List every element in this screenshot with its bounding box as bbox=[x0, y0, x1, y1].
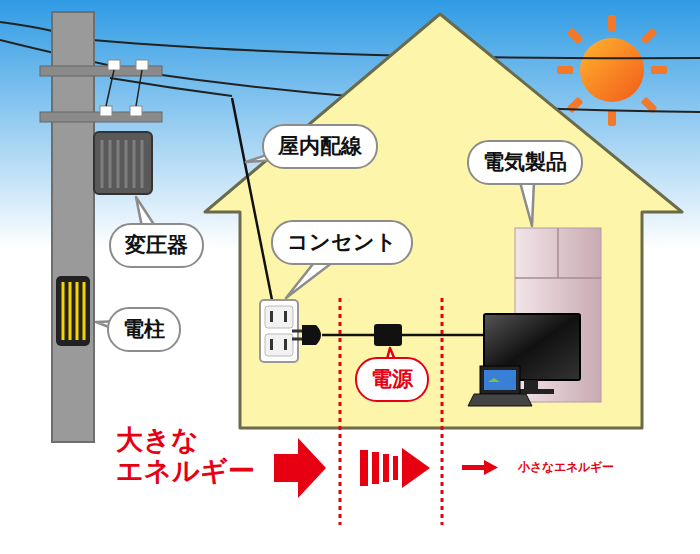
callout-text: 電柱 bbox=[123, 317, 165, 342]
small-arrow bbox=[462, 460, 498, 475]
callout-text: 電気製品 bbox=[483, 150, 567, 175]
callout-bubble: 電源 bbox=[355, 357, 429, 402]
dotted-divider bbox=[340, 298, 442, 525]
laptop bbox=[468, 366, 532, 406]
monitor bbox=[484, 314, 580, 394]
transformer bbox=[94, 132, 152, 194]
callout-text: 変圧器 bbox=[125, 233, 188, 258]
callout-bubble: コンセント bbox=[271, 220, 413, 265]
callout-bubble: 変圧器 bbox=[109, 223, 204, 268]
energy-label: 大きな エネルギー bbox=[116, 424, 281, 486]
callout-text: コンセント bbox=[287, 230, 397, 255]
callout-bubble: 電気製品 bbox=[467, 140, 583, 185]
callout-text: 電源 bbox=[371, 367, 413, 392]
callout-bubble: 屋内配線 bbox=[262, 124, 378, 169]
power-adapter bbox=[374, 324, 402, 346]
indoor-wire bbox=[232, 98, 272, 300]
big-arrow bbox=[274, 438, 326, 498]
energy-label: 小さなエネルギー bbox=[518, 460, 658, 474]
pole-sign bbox=[56, 276, 90, 346]
callout-tail bbox=[96, 139, 535, 374]
callout-bubble: 電柱 bbox=[107, 307, 181, 352]
striped-arrow bbox=[360, 448, 430, 488]
power-cord bbox=[292, 324, 485, 346]
callout-text: 屋内配線 bbox=[278, 134, 362, 159]
